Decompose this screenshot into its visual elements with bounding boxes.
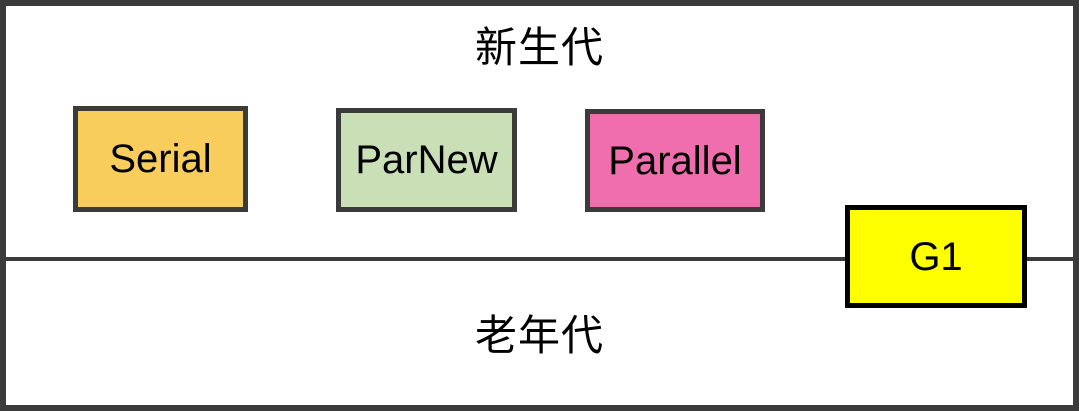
collector-label-parallel: Parallel — [608, 138, 742, 183]
generation-divider-line — [6, 257, 1073, 261]
collector-box-parnew: ParNew — [336, 108, 517, 212]
old-generation-label: 老年代 — [474, 312, 604, 359]
collector-label-parnew: ParNew — [355, 138, 498, 182]
collector-box-serial: Serial — [73, 106, 248, 212]
young-generation-label: 新生代 — [474, 24, 604, 71]
collector-label-g1: G1 — [909, 234, 963, 279]
collector-box-parallel: Parallel — [585, 109, 765, 212]
collector-label-serial: Serial — [109, 137, 212, 181]
collector-box-g1: G1 — [845, 205, 1027, 308]
